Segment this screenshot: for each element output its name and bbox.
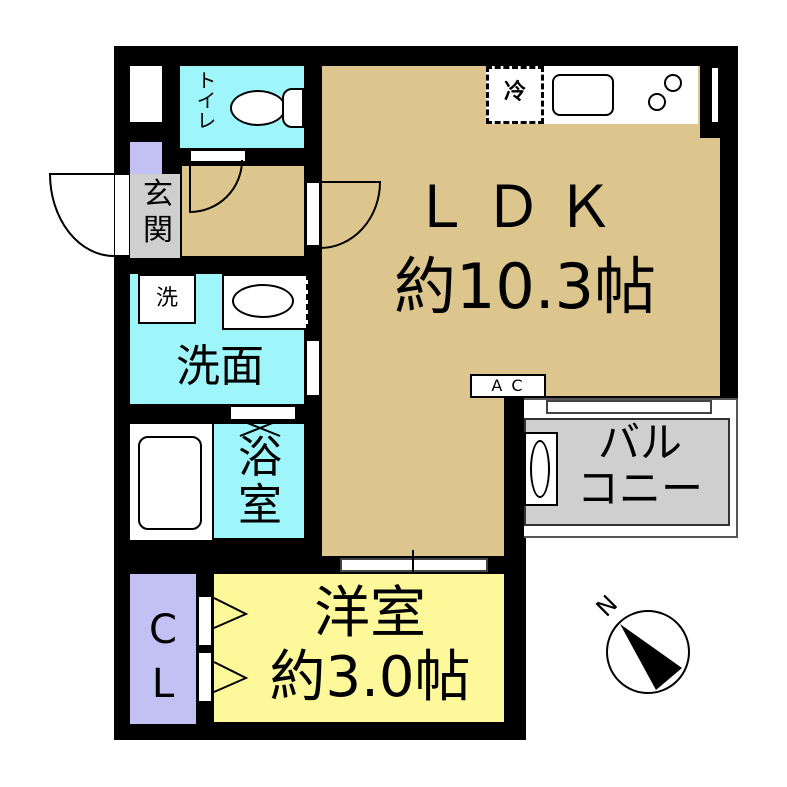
front-door-swing [48,173,115,257]
western-room-name: 洋室 [314,581,426,646]
ldk-door [306,182,320,246]
storage-niche [130,66,162,122]
room-balcony [524,418,730,526]
closet-door-2 [198,652,212,702]
toilet-label: トイレ [193,70,217,130]
closet-door-swing [213,597,249,693]
toilet-bowl [230,90,286,126]
room-closet [130,574,196,724]
front-door [114,174,130,256]
bath-label-1: 浴 [238,432,282,483]
fridge-space [486,66,544,124]
balcony-ac-fan [530,440,550,498]
bath-door [230,406,296,420]
western-room-sliding-door [340,558,488,572]
ldk-room-size: 約10.3帖 [393,250,657,323]
sliding-door-handle [412,550,414,578]
kitchen-sink [552,74,614,116]
western-room-size: 約3.0帖 [269,645,471,710]
room-ldk-lower [322,390,504,556]
ldk-door-swing [319,181,382,249]
bath-door-swing [239,419,281,437]
toilet-door-swing [189,159,243,214]
compass-needle-icon [620,624,682,690]
vanity-basin [232,284,294,318]
entrance-label-1: 玄 [143,177,173,212]
bath-label-2: 室 [238,480,282,531]
balcony-window [546,400,712,414]
bathtub [138,436,202,530]
kitchen-window [712,68,718,122]
washer-space [138,274,196,324]
balcony-label-2: コニー [576,464,703,513]
room-entrance [130,174,180,258]
room-bath [214,424,304,538]
closet-label-1: C [149,607,177,653]
toilet-tank [282,88,304,128]
shoe-closet [130,142,162,174]
washroom-door [306,340,320,396]
aircon-label: A C [491,376,525,395]
entrance-label-2: 関 [143,213,173,248]
room-western [214,574,504,722]
washroom-label: 洗面 [176,341,264,392]
balcony-label-1: バル [597,418,682,467]
stove-burner-1 [648,93,666,111]
stove-burner-2 [664,74,682,92]
washer-label: 洗 [155,286,178,311]
fridge-label: 冷 [503,80,526,105]
ldk-room-name: ＬＤＫ [411,173,628,241]
balcony-left-wall [506,398,524,558]
toilet-door [190,150,246,162]
closet-label-2: L [151,661,175,707]
aircon [470,374,546,398]
closet-door-1 [198,596,212,646]
